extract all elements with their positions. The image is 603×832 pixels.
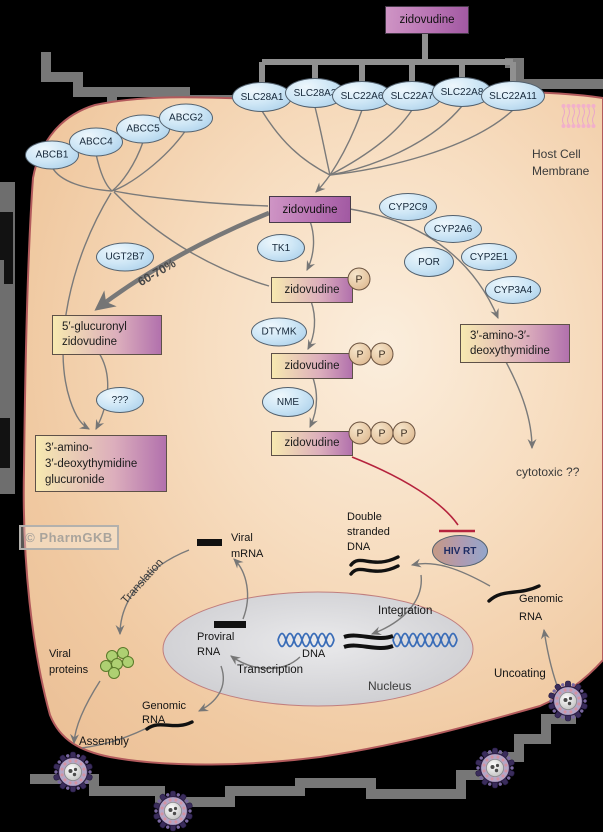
phosphate-badge: P [347,267,371,291]
integrated-provirus [343,633,394,650]
host-cell-membrane-label: Host Cell Membrane [532,147,590,178]
phosphate-badge: P [370,342,394,366]
left-edge-marks [0,212,13,468]
transporter-abcg2[interactable]: ABCG2 [159,103,213,133]
hiv-reverse-transcriptase[interactable]: HIV RT [432,535,488,567]
metabolite-zidovudine-dp[interactable]: zidovudine [271,353,353,379]
metabolite-zidovudine-tp[interactable]: zidovudine [271,431,353,456]
viral-mrna-label: Viral mRNA [231,532,264,560]
viral-proteins-label: Viral proteins [49,648,89,676]
proviral-rna-label: Proviral RNA [197,631,235,658]
phosphate-badge: P [348,421,372,445]
drug-transporter-tree [259,31,516,84]
phosphate-badge: P [370,421,394,445]
integration-label: Integration [378,605,433,617]
membrane-bilayer-icon [561,104,596,128]
metabolite-zidovudine-mp[interactable]: zidovudine [271,277,353,303]
enzyme-unknown[interactable]: ??? [96,387,144,413]
metabolite-amino-deoxythymidine[interactable]: 3′-amino-3′- deoxythymidine [460,324,570,363]
proviral-rna-bar [214,621,246,628]
nucleus-label: Nucleus [368,679,412,693]
influx-fan [261,105,514,193]
metabolite-amt-glucuronide[interactable]: 3′-amino- 3′-deoxythymidine glucuronide [35,435,167,492]
enzyme-por[interactable]: POR [404,247,454,277]
genomic-rna-left-label: Genomic RNA [142,700,187,726]
viral-proteins-cluster [100,647,134,679]
reaction-arrows [70,208,560,749]
phosphate-badge: P [392,421,416,445]
transporter-abcc4[interactable]: ABCC4 [69,127,123,157]
enzyme-ugt2b7[interactable]: UGT2B7 [96,242,154,272]
double-stranded-dna-label: Double stranded DNA [347,511,390,553]
cytotoxic-label: cytotoxic ?? [516,465,580,479]
pharmgkb-watermark: © PharmGKB [19,525,119,550]
transporter-slc22a8[interactable]: SLC22A8 [432,77,492,107]
transporter-slc22a7[interactable]: SLC22A7 [382,81,442,111]
transporter-slc28a1[interactable]: SLC28A1 [232,82,292,112]
drug-node-zidovudine-intracellular[interactable]: zidovudine [269,196,351,223]
genomic-rna-right-label: Genomic RNA [519,593,564,623]
dna-helix [277,632,458,648]
assembly-label: Assembly [79,736,129,748]
uncoating-label: Uncoating [494,668,546,680]
nucleus [162,591,474,707]
transcription-label: Transcription [237,664,304,676]
transporter-slc22a11[interactable]: SLC22A11 [481,81,545,111]
phosphate-badge: P [348,342,372,366]
enzyme-dtymk[interactable]: DTYMK [251,317,307,347]
enzyme-cyp3a4[interactable]: CYP3A4 [485,276,541,304]
inhibition-line [351,456,475,533]
enzyme-cyp2e1[interactable]: CYP2E1 [461,243,517,271]
enzyme-cyp2a6[interactable]: CYP2A6 [424,215,482,243]
rna-strands [145,555,541,731]
dna-label: DNA [302,648,326,660]
enzyme-tk1[interactable]: TK1 [257,234,305,262]
metabolite-glucuronyl-zidovudine[interactable]: 5′-glucuronyl zidovudine [52,315,162,355]
drug-node-zidovudine-extracellular[interactable]: zidovudine [385,6,469,34]
enzyme-nme[interactable]: NME [262,387,314,417]
virus-particle [52,751,94,793]
glucuronidation-arrow [94,210,270,311]
enzyme-cyp2c9[interactable]: CYP2C9 [379,193,437,221]
transporter-slc22a6[interactable]: SLC22A6 [332,81,392,111]
viral-mrna-bar [197,539,222,546]
